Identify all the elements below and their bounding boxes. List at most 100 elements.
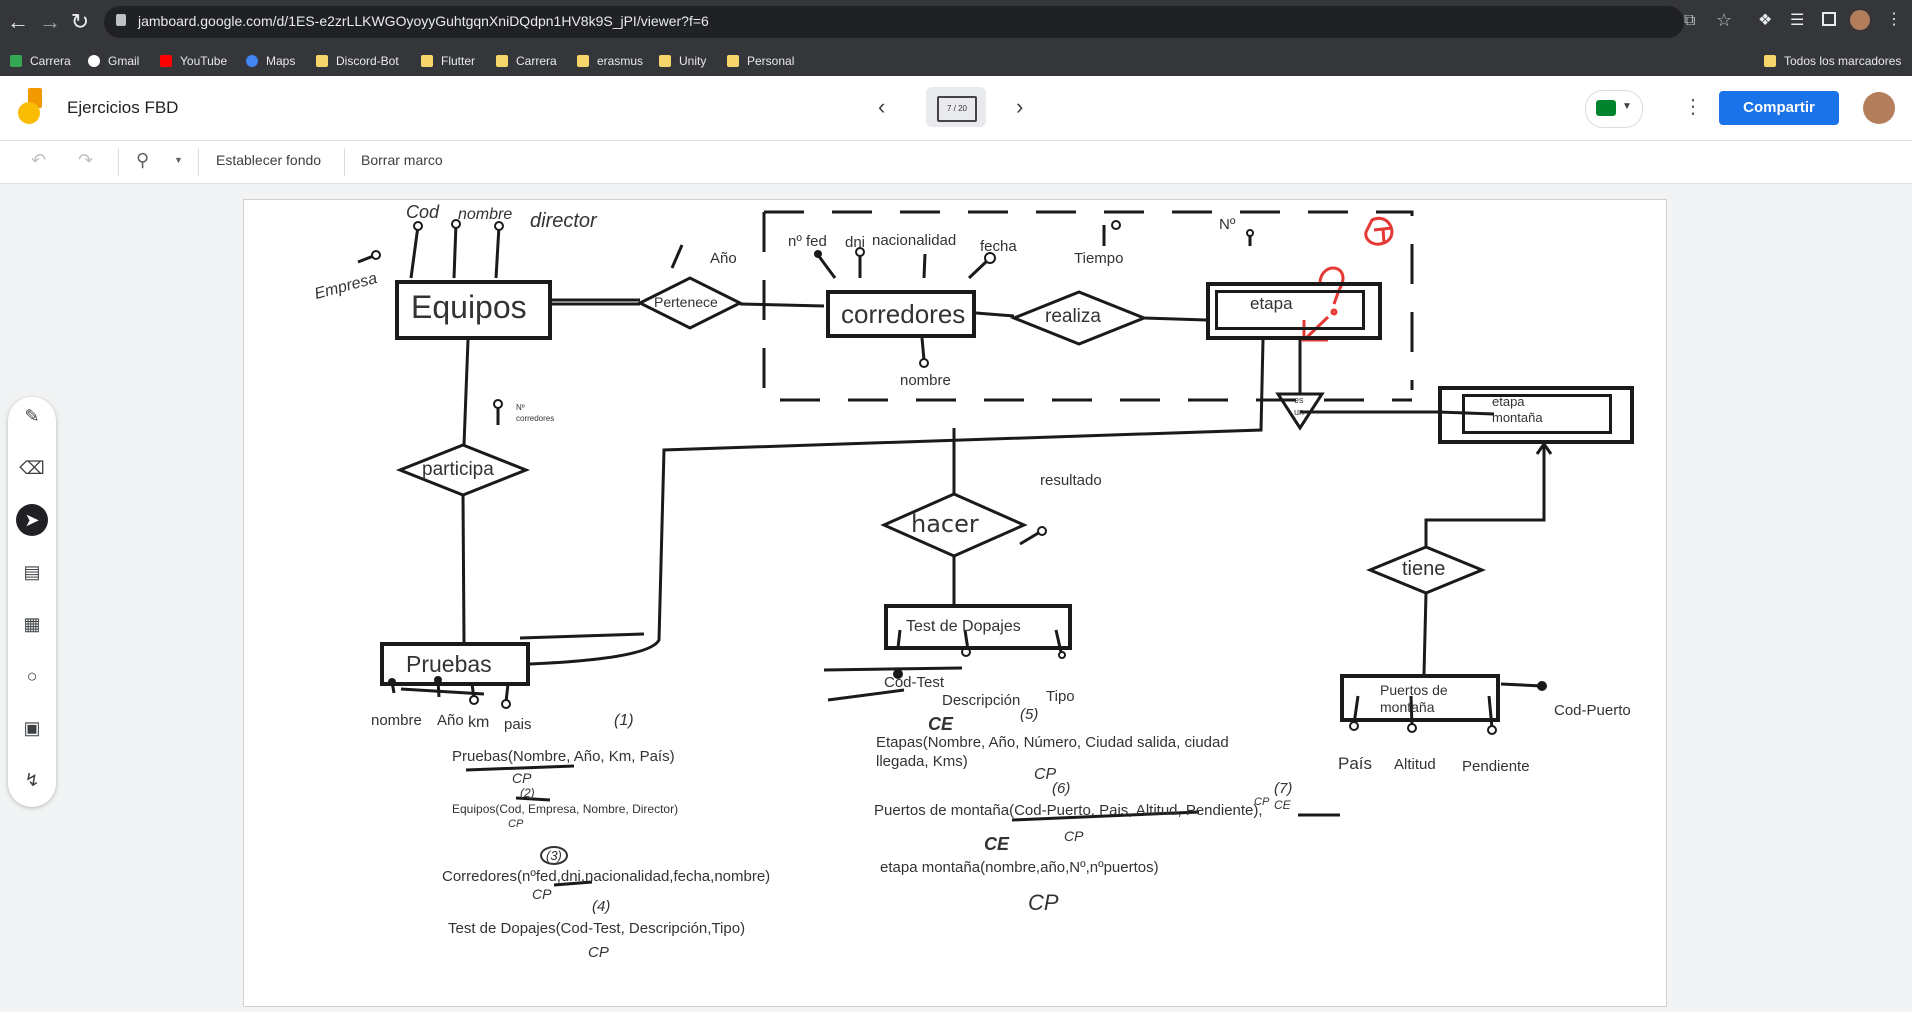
next-frame-icon[interactable]: › [1016, 94, 1024, 119]
jamboard-logo [18, 88, 44, 124]
zoom-icon[interactable]: ⚲ [136, 150, 150, 170]
edit-toolbar [0, 141, 1912, 184]
toolbar-divider [118, 148, 119, 176]
account-avatar[interactable] [1863, 92, 1895, 124]
url-text[interactable]: jamboard.google.com/d/1ES-e2zrLLKWGOyoyy… [138, 13, 709, 29]
bookmark-unity[interactable]: Unity [659, 52, 706, 70]
attr-altitud: Altitud [1394, 756, 1436, 773]
extensions-icon[interactable]: ❖ [1758, 12, 1773, 29]
frame-bar-button[interactable]: 7 / 20 [926, 87, 986, 127]
prev-frame-icon[interactable]: ‹ [878, 94, 886, 119]
undo-icon[interactable]: ↶ [31, 150, 47, 170]
rel-participa[interactable]: participa [422, 459, 494, 480]
clear-frame-button[interactable]: Borrar marco [361, 152, 443, 168]
bookmark-maps[interactable]: Maps [246, 52, 295, 70]
toolbar-divider [198, 148, 199, 176]
bookmark-personal[interactable]: Personal [727, 52, 794, 70]
select-icon[interactable]: ➤ [16, 504, 48, 536]
relation-pruebas: Pruebas(Nombre, Año, Km, País) [452, 748, 675, 765]
relation-etapas-1: Etapas(Nombre, Año, Número, Ciudad salid… [876, 734, 1229, 751]
address-bar[interactable] [104, 6, 1684, 38]
entity-pruebas[interactable]: Pruebas [380, 642, 530, 686]
entity-equipos[interactable]: Equipos [395, 280, 552, 340]
rel-tiene[interactable]: tiene [1402, 558, 1446, 580]
forward-icon[interactable]: → [39, 9, 61, 34]
entity-etapa[interactable]: etapa [1206, 282, 1382, 340]
diagram-strokes [357, 210, 1553, 887]
bookmark-erasmus[interactable]: erasmus [577, 52, 643, 70]
note: (7) [1274, 780, 1293, 797]
bookmark-carrera-folder[interactable]: Carrera [496, 52, 557, 70]
attr-km: km [468, 714, 490, 731]
media-icon[interactable]: ☰ [1790, 12, 1805, 29]
redo-icon[interactable]: ↷ [78, 150, 94, 170]
back-icon[interactable]: ← [7, 9, 29, 34]
menu-icon[interactable]: ⋮ [1886, 11, 1902, 28]
attr-cod-puerto: Cod-Puerto [1554, 702, 1631, 719]
frame-counter-text: 7 / 20 [937, 96, 977, 122]
jam-canvas[interactable]: Equipos corredores etapa etapa montaña P… [244, 200, 1666, 1006]
note: (1) [614, 712, 634, 729]
more-options-icon[interactable]: ⋮ [1683, 96, 1703, 118]
entity-label: Puertos de montaña [1380, 682, 1448, 715]
attr-resultado: resultado [1040, 472, 1102, 489]
note: CP [512, 770, 532, 786]
reload-icon[interactable]: ↻ [70, 9, 90, 34]
note: CP [1034, 766, 1057, 783]
text-box-icon[interactable]: ▣ [23, 718, 41, 738]
bookmark-flutter[interactable]: Flutter [421, 52, 475, 70]
entity-puertos-montana[interactable]: Puertos de montaña [1340, 674, 1500, 722]
set-background-button[interactable]: Establecer fondo [216, 152, 322, 168]
shape-icon[interactable]: ○ [26, 666, 38, 686]
toolbar-divider [344, 148, 345, 176]
bookmark-discord-bot[interactable]: Discord-Bot [316, 52, 399, 70]
entity-etapa-montana[interactable]: etapa montaña [1438, 386, 1634, 444]
attr-cod-test: Cod-Test [884, 674, 945, 691]
note: (3) [540, 846, 568, 865]
pen-icon[interactable]: ✎ [24, 406, 40, 426]
note: CP [508, 818, 524, 830]
rel-realiza[interactable]: realiza [1045, 306, 1101, 327]
relation-puertos: Puertos de montaña(Cod-Puerto, Pais, Alt… [874, 802, 1263, 819]
rel-hacer[interactable]: hacer [911, 510, 979, 538]
meet-icon [1596, 100, 1616, 116]
share-page-icon[interactable]: ⧉ [1684, 12, 1696, 29]
relation-etapa-montana: etapa montaña(nombre,año,Nº,nºpuertos) [880, 859, 1159, 876]
relation-corredores: Corredores(nºfed,dni,nacionalidad,fecha,… [442, 868, 771, 885]
chevron-down-icon: ▼ [1622, 101, 1632, 112]
bookmark-youtube[interactable]: YouTube [160, 52, 227, 70]
relation-test-dopajes: Test de Dopajes(Cod-Test, Descripción,Ti… [448, 920, 746, 937]
attr-tipo: Tipo [1046, 688, 1075, 705]
note: CP [1254, 796, 1270, 808]
image-icon[interactable]: ▦ [23, 614, 41, 634]
rel-es-un[interactable]: es un [1294, 395, 1305, 417]
document-title[interactable]: Ejercicios FBD [67, 98, 179, 117]
note: CE [984, 834, 1010, 854]
laser-icon[interactable]: ↯ [24, 770, 40, 790]
profile-avatar[interactable] [1850, 10, 1870, 30]
attr-nombre-equipo: nombre [458, 206, 513, 223]
rel-pertenece[interactable]: Pertenece [654, 294, 718, 310]
entity-label: Test de Dopajes [906, 618, 1021, 635]
bookmark-gmail[interactable]: Gmail [88, 52, 139, 70]
bookmark-carrera[interactable]: Carrera [10, 52, 71, 70]
zoom-dropdown-icon[interactable]: ▼ [174, 155, 183, 165]
relation-equipos: Equipos(Cod, Empresa, Nombre, Director) [452, 802, 679, 816]
entity-test-dopajes[interactable]: Test de Dopajes [884, 604, 1072, 650]
share-button[interactable]: Compartir [1719, 91, 1839, 125]
note: CP [1028, 890, 1059, 915]
meet-button[interactable]: ▼ [1585, 90, 1643, 128]
attr-nfed: nº fed [788, 233, 827, 250]
attr-numero-etapa: Nº [1219, 216, 1236, 233]
sticky-note-icon[interactable]: ▤ [23, 562, 41, 582]
attr-pendiente: Pendiente [1462, 758, 1530, 775]
side-panel-icon[interactable] [1822, 12, 1836, 26]
note: (6) [1052, 780, 1071, 797]
star-icon[interactable]: ☆ [1716, 10, 1733, 30]
attr-cod: Cod [406, 202, 440, 222]
attr-tiempo: Tiempo [1074, 250, 1124, 267]
eraser-icon[interactable]: ⌫ [19, 458, 45, 478]
bookmark-all[interactable]: Todos los marcadores [1764, 52, 1901, 70]
entity-corredores[interactable]: corredores [826, 290, 976, 338]
attr-n-corredores: Nº corredores [516, 403, 555, 423]
